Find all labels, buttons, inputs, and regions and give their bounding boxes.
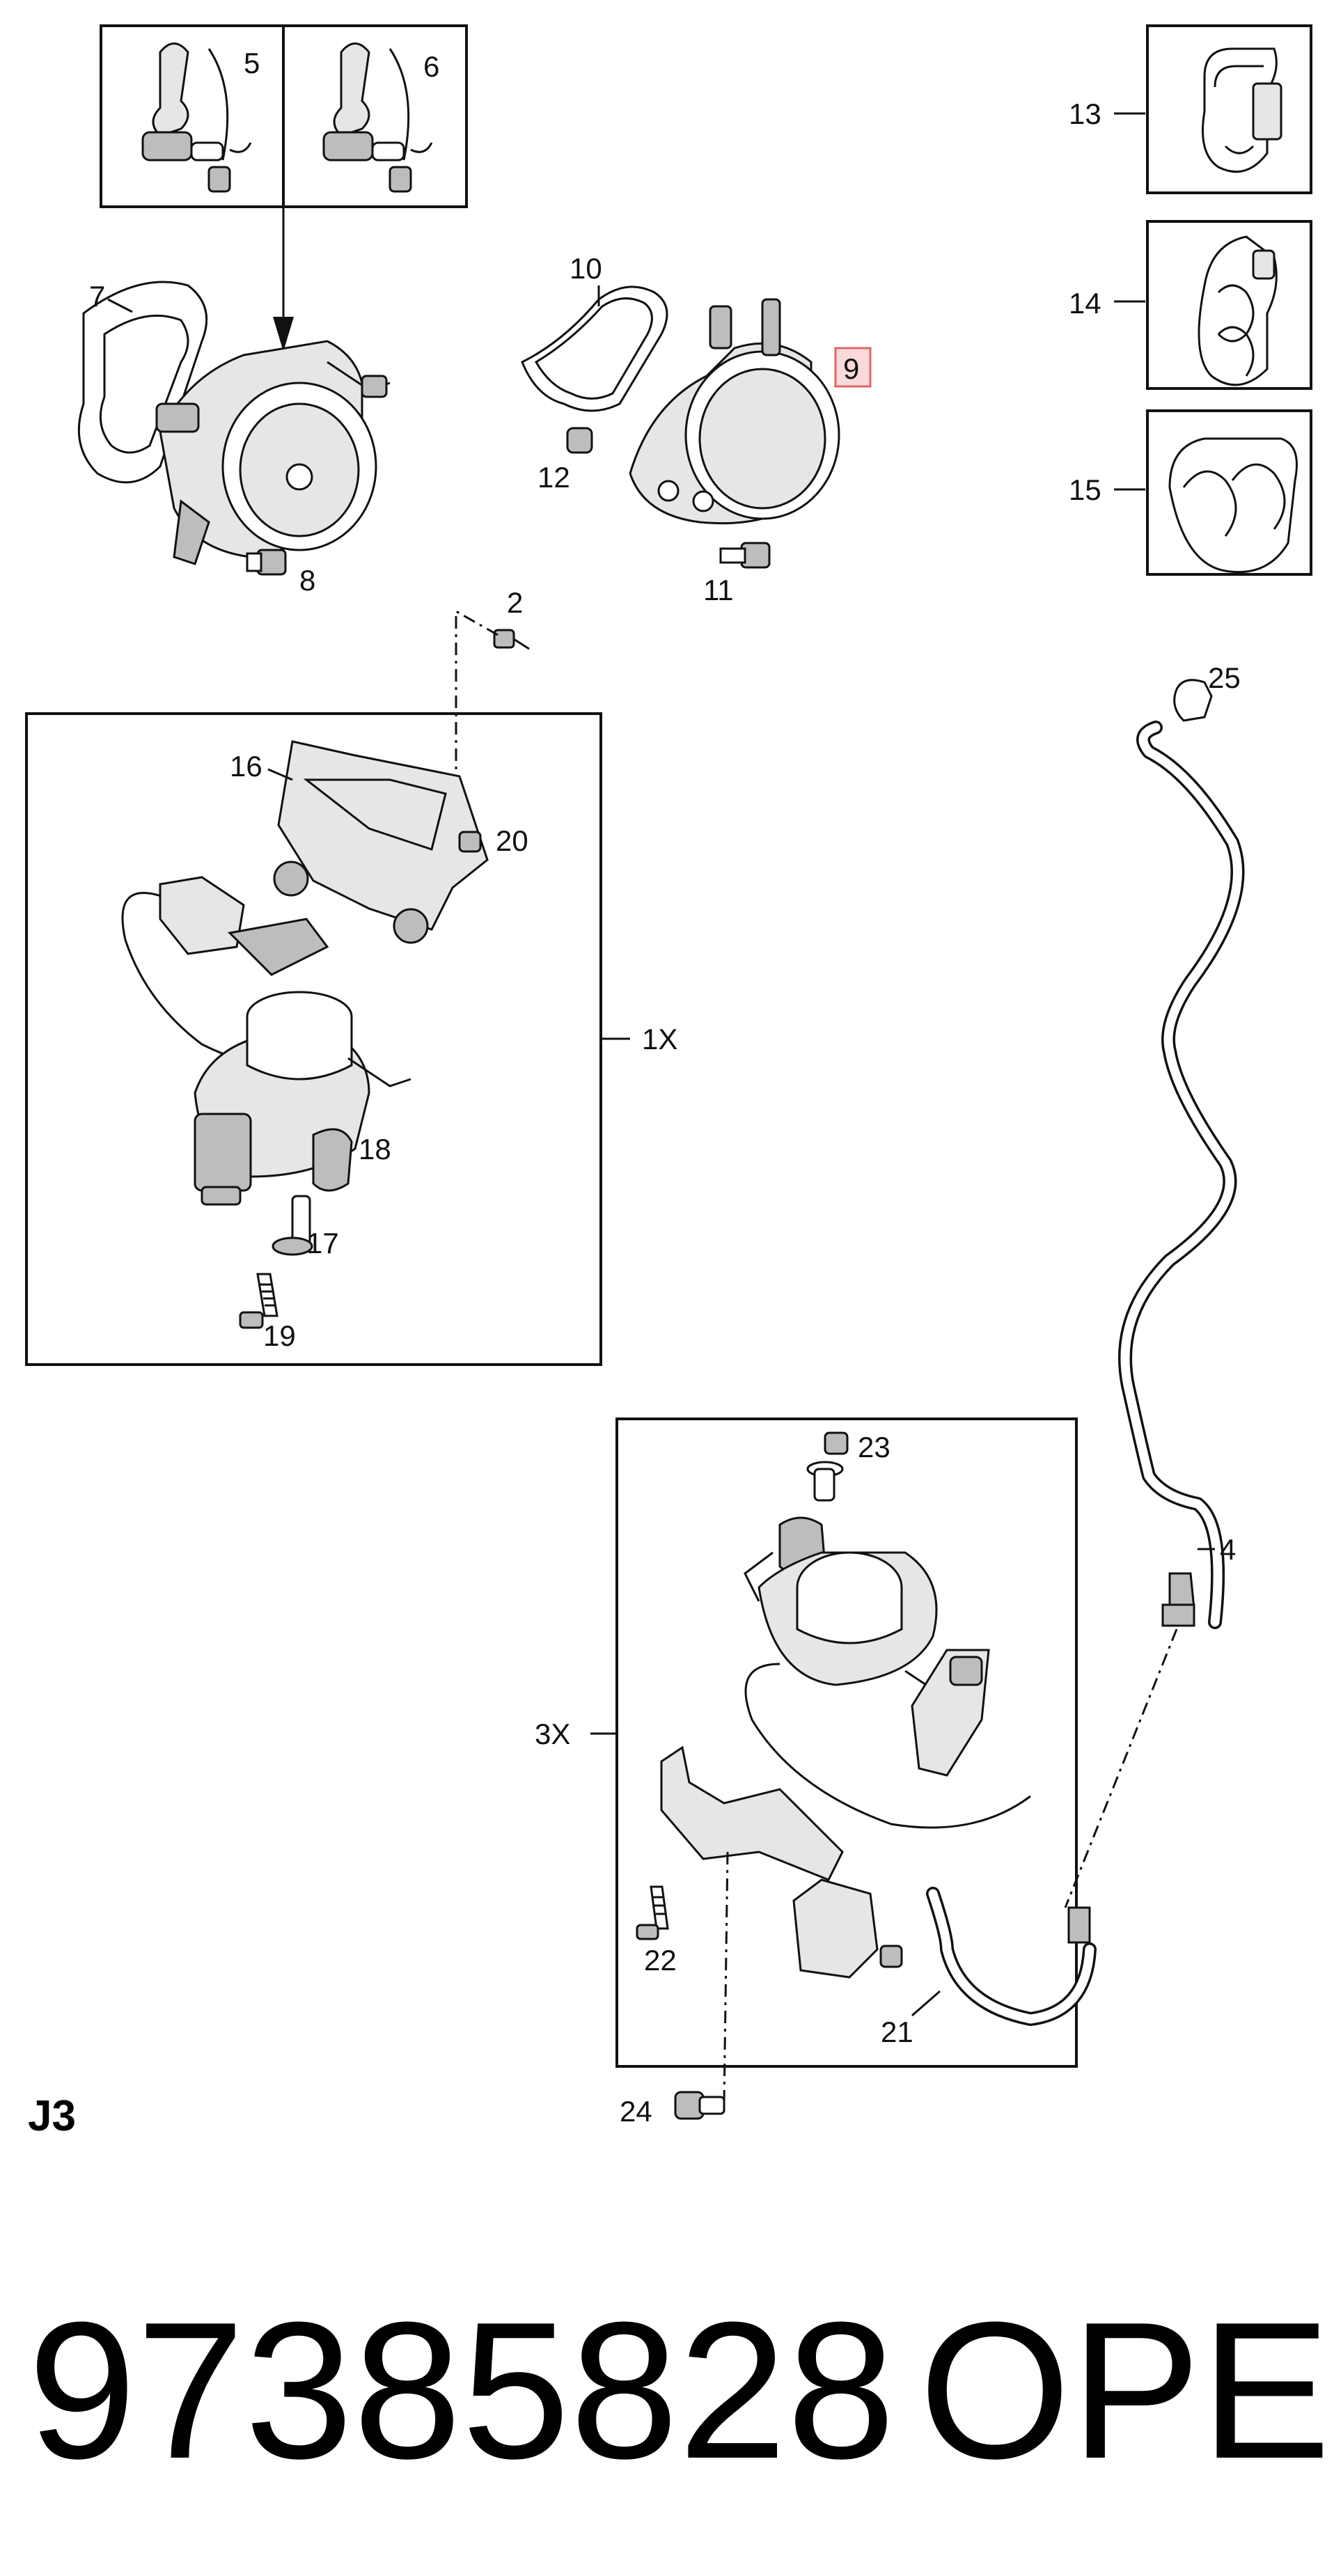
vacuum-pump-left[interactable] [155, 340, 391, 565]
clip-box-13[interactable] [1146, 24, 1312, 194]
clip-box-14[interactable] [1146, 220, 1312, 390]
callout-10[interactable]: 10 [570, 252, 602, 285]
callout-3x[interactable]: 3X [535, 1718, 570, 1750]
bolt-part-8[interactable] [246, 549, 287, 576]
callout-1x[interactable]: 1X [642, 1023, 677, 1055]
inset-box-5-6: 5 6 [100, 24, 468, 208]
valve-part-5[interactable] [141, 42, 252, 193]
electric-pump-3x[interactable] [744, 1551, 938, 1713]
callout-16[interactable]: 16 [230, 750, 262, 783]
bolt-part-11[interactable] [719, 542, 771, 569]
vacuum-pump-part-9[interactable] [629, 298, 840, 525]
callout-13[interactable]: 13 [1069, 97, 1101, 130]
callout-25[interactable]: 25 [1208, 661, 1241, 694]
callout-5[interactable]: 5 [244, 47, 260, 79]
clip-part-25[interactable] [1173, 679, 1213, 722]
bracket-3x[interactable] [660, 1745, 844, 1881]
hose-part-21[interactable] [926, 1887, 1097, 2026]
callout-21[interactable]: 21 [881, 2016, 913, 2048]
callout-6[interactable]: 6 [423, 50, 439, 83]
plug-part-12[interactable] [566, 427, 593, 454]
valve-part-6[interactable] [322, 42, 433, 193]
callout-12[interactable]: 12 [537, 461, 570, 494]
callout-22[interactable]: 22 [644, 1944, 677, 1977]
sleeve-3x[interactable] [806, 1461, 844, 1502]
callout-23[interactable]: 23 [858, 1431, 890, 1463]
callout-9[interactable]: 9 [843, 352, 859, 385]
callout-8[interactable]: 8 [299, 564, 315, 597]
callout-20[interactable]: 20 [496, 824, 528, 857]
vacuum-hose-part-4[interactable] [1118, 721, 1245, 1629]
bolt-part-22[interactable] [636, 1885, 669, 1940]
nut-part-23[interactable] [824, 1431, 849, 1455]
wire-harness-3x[interactable] [744, 1663, 1031, 1829]
assembly-box-3x[interactable] [615, 1417, 1078, 2068]
actuator-3x[interactable] [792, 1878, 879, 1979]
sleeve-part-17[interactable] [272, 1195, 313, 1256]
bolt-part-2[interactable] [493, 629, 530, 650]
grommet-part-18[interactable] [312, 1128, 353, 1192]
clip-box-15[interactable] [1146, 409, 1312, 576]
arrow-inset-to-pump [273, 207, 294, 352]
wire-harness-1x[interactable] [121, 876, 329, 1074]
electric-pump-1x[interactable] [194, 991, 411, 1206]
bracket-part-16[interactable] [273, 740, 489, 944]
callout-11[interactable]: 11 [703, 574, 734, 606]
callout-24[interactable]: 24 [620, 2095, 652, 2128]
callout-2[interactable]: 2 [507, 586, 523, 619]
fitting-3x[interactable] [879, 1945, 903, 1968]
part-number: 97385828 [28, 2282, 895, 2499]
callout-15[interactable]: 15 [1069, 473, 1101, 506]
page-code: J3 [28, 2092, 76, 2140]
brand-name: OPEL [919, 2282, 1334, 2499]
connector-3x[interactable] [911, 1649, 990, 1777]
callout-7[interactable]: 7 [89, 280, 105, 313]
callout-19[interactable]: 19 [263, 1319, 296, 1352]
callout-14[interactable]: 14 [1069, 287, 1101, 320]
callout-17[interactable]: 17 [306, 1227, 339, 1259]
bolt-part-19[interactable] [239, 1273, 278, 1329]
nut-part-20[interactable] [458, 831, 482, 853]
gasket-part-10[interactable] [521, 285, 668, 412]
highlight-box-9 [834, 347, 872, 388]
callout-4[interactable]: 4 [1220, 1533, 1236, 1566]
callout-18[interactable]: 18 [359, 1133, 391, 1165]
bolt-part-24[interactable] [674, 2091, 725, 2120]
